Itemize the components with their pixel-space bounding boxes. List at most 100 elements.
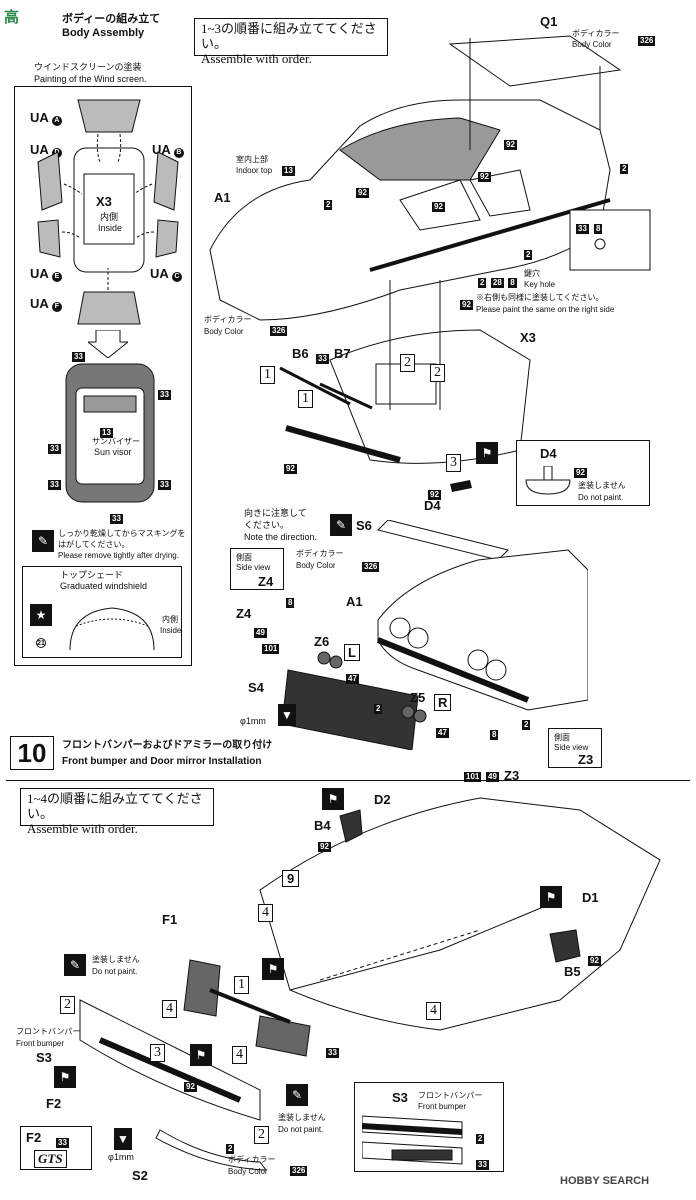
d4-label-b: D4 — [424, 498, 441, 513]
masking-jp1: しっかり乾燥してからマスキングを — [58, 529, 186, 538]
s2-label: S2 — [132, 1168, 148, 1183]
keyhole-en: Key hole — [524, 280, 556, 289]
step-4d: 4 — [232, 1046, 247, 1064]
order-note-1-en: Assemble with order. — [201, 51, 312, 66]
topshade-jp: トップシェード — [60, 570, 124, 580]
windscreen-title-en: Painting of the Wind screen. — [34, 74, 147, 84]
order-note-2: 1~4の順番に組み立ててください。 Assemble with order. — [20, 788, 214, 836]
q1-code-326: 326 — [638, 36, 656, 46]
windscreen-diagram — [37, 99, 179, 325]
drill-icon-front: ▼ — [114, 1128, 132, 1150]
brush-icon-bumper: ✎ — [286, 1084, 308, 1106]
grille-code-33: 33 — [326, 1048, 339, 1058]
s2-code-326: 326 — [290, 1166, 308, 1176]
step-10-title-jp: フロントバンパーおよびドアミラーの取り付け — [62, 740, 273, 751]
b4-code-92: 92 — [318, 842, 331, 852]
keyhole-codes: 2 28 8 — [478, 278, 517, 288]
code-2-rear-b: 2 — [522, 720, 531, 730]
d2-label: D2 — [374, 792, 391, 807]
step-9-label: 9 — [282, 870, 300, 887]
drill-icon: ▼ — [278, 704, 296, 726]
masking-en: Please remove tightly after drying. — [58, 551, 179, 560]
a1-body-color-jp: ボディカラー — [204, 315, 252, 324]
a1-rear-label: A1 — [346, 594, 363, 609]
side-view-en-z3: Side view — [554, 743, 589, 752]
code-33-left2: 33 — [48, 480, 61, 490]
side-view-panel-z4 — [230, 548, 284, 590]
f1-no-paint-jp: 塗装しません — [92, 955, 140, 964]
direction-jp2: ください。 — [244, 520, 290, 530]
ua-f-label: UA F — [30, 296, 62, 312]
phi-front: φ1mm — [108, 1152, 134, 1162]
f2-code-33: 33 — [56, 1138, 69, 1148]
mirror-diagram — [525, 466, 571, 495]
code-92-e: 92 — [460, 300, 473, 310]
s3-code-2: 2 — [476, 1134, 485, 1144]
side-view-en-z4: Side view — [236, 563, 271, 572]
topshade-diagram — [69, 607, 155, 651]
glue-icon-grille: ⚑ — [190, 1044, 212, 1066]
order-note-2-en: Assemble with order. — [27, 821, 138, 836]
z4-side-label: Z4 — [258, 574, 274, 589]
order-note-2-jp: 1~4の順番に組み立ててください。 — [27, 791, 203, 821]
glue-icon: ⚑ — [476, 442, 498, 464]
d4-no-paint-jp: 塗装しません — [578, 481, 626, 490]
code-92-d: 92 — [432, 202, 445, 212]
code-33-left: 33 — [48, 444, 61, 454]
order-note-1: 1~3の順番に組み立ててください。 Assemble with order. — [194, 18, 388, 66]
z3-code-49: 49 — [486, 772, 499, 782]
right-side-jp: ※右側も同様に塗装してください。 — [476, 293, 604, 302]
star-icon: ★ — [30, 604, 52, 626]
glue-icon-d2: ⚑ — [322, 788, 344, 810]
bumper-no-paint-en: Do not paint. — [278, 1125, 324, 1134]
bumper-no-paint-jp: 塗装しません — [278, 1113, 326, 1122]
step-3: 3 — [446, 454, 461, 472]
d1-label: D1 — [582, 890, 599, 905]
watermark-logo: 高 — [4, 9, 20, 26]
indoor-top-code-13: 13 — [282, 166, 295, 176]
footer-brand: HOBBY SEARCH — [560, 1175, 650, 1187]
code-33-step: 33 — [576, 224, 589, 234]
s4-label: S4 — [248, 680, 264, 695]
step-4c: 4 — [162, 1000, 177, 1018]
b4-label: B4 — [314, 818, 331, 833]
z3-code-8: 8 — [490, 730, 499, 740]
front-bumper-jp: フロントバンパー — [16, 1027, 81, 1036]
code-2-front: 2 — [226, 1144, 235, 1154]
side-view-jp-z4: 側面 — [236, 553, 252, 562]
s3-detail-jp: フロントバンパー — [418, 1091, 483, 1100]
front-bumper-en: Front bumper — [16, 1039, 65, 1048]
code-2-a: 2 — [620, 164, 629, 174]
code-2-rear: 2 — [374, 704, 383, 714]
step-10-badge: 10 — [10, 736, 54, 770]
code-92-c: 92 — [356, 188, 369, 198]
section-title-en: Body Assembly — [62, 27, 145, 39]
z6-code-47: 47 — [346, 674, 359, 684]
a1-body-color-en: Body Color — [204, 327, 244, 336]
q1-label: Q1 — [540, 14, 558, 29]
s6-code-326: 326 — [362, 562, 380, 572]
f2-label: F2 — [46, 1096, 62, 1111]
sunvisor-en: Sun visor — [94, 447, 132, 457]
d4-code-92-b: 92 — [428, 490, 441, 500]
f2-panel — [20, 1126, 92, 1170]
a1-code-326: 326 — [270, 326, 288, 336]
bumper-code-92: 92 — [184, 1082, 197, 1092]
ua-a-label: UA A — [30, 110, 62, 126]
step-1-front: 1 — [234, 976, 249, 994]
x3-body-label: X3 — [520, 330, 536, 345]
z4-code-101: 101 — [262, 644, 280, 654]
s6-body-color-en: Body Color — [296, 561, 336, 570]
z4-code-49: 49 — [254, 628, 267, 638]
code-33-top: 33 — [72, 352, 85, 362]
z3-label: Z3 — [504, 768, 520, 783]
d4-no-paint-en: Do not paint. — [578, 493, 624, 502]
s2-body-color-en: Body Color — [228, 1167, 268, 1176]
f1-no-paint-en: Do not paint. — [92, 967, 138, 976]
gts-emblem: GTS — [34, 1150, 67, 1168]
step-4b: 4 — [426, 1002, 441, 1020]
z5-code-47: 47 — [436, 728, 449, 738]
b7-label: B7 — [334, 346, 351, 361]
masking-jp2: はがしてください。 — [58, 540, 130, 549]
brush-icon: ✎ — [32, 530, 54, 552]
